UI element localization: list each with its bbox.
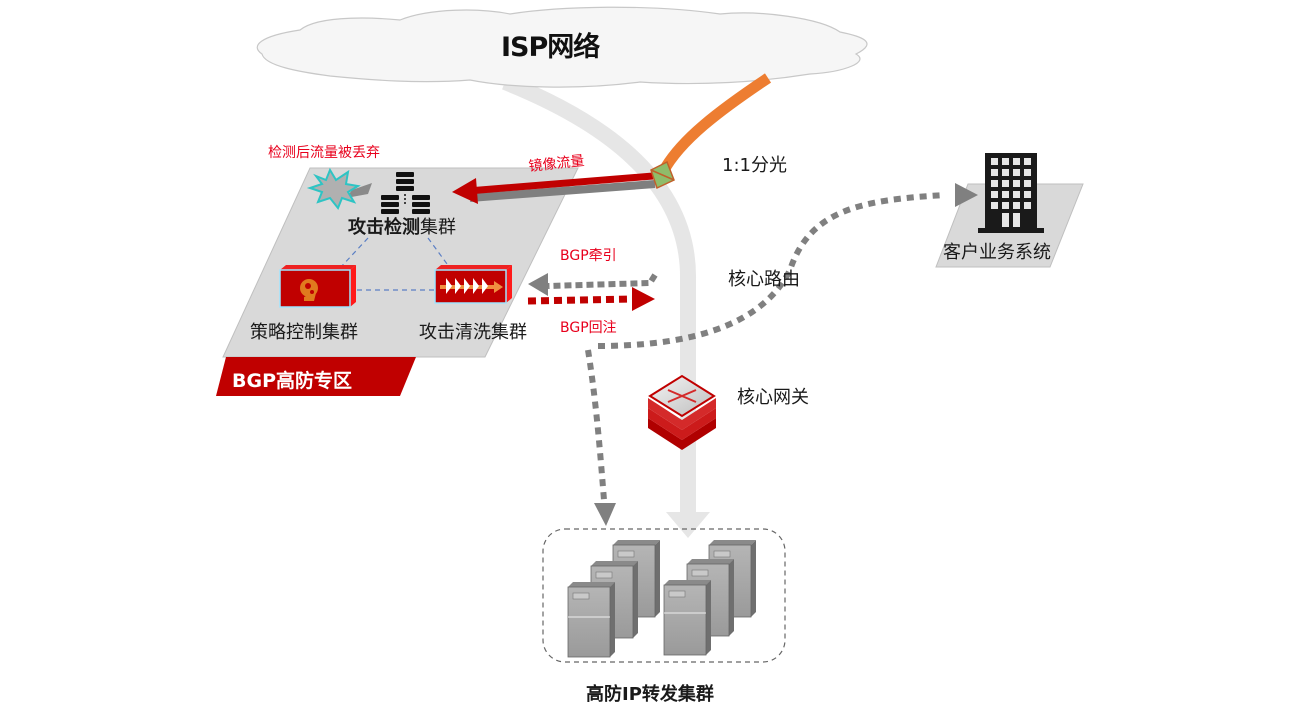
detection-cluster-label: 攻击检测集群 [348,219,456,237]
splitter-label: 1:1分光 [722,155,787,176]
bgp-zone-label: BGP高防专区 [232,370,353,392]
bgp-divert-arrow [528,273,658,296]
detection-server-icon [381,172,430,214]
scrubbing-icon [434,265,512,304]
policy-control-icon [279,265,356,308]
core-gateway-icon [648,374,716,450]
isp-cloud-label: ISP网络 [501,32,600,63]
drop-note-label: 检测后流量被丢弃 [268,145,380,161]
server-unit [567,582,615,658]
detection-cluster-label-normal: 集群 [420,217,456,238]
server-unit [663,580,711,656]
fiber-link [658,73,772,175]
main-traffic-path [502,74,710,538]
customer-route-path [597,183,978,349]
scrubbing-cluster-label: 攻击清洗集群 [419,322,527,343]
customer-system-label: 客户业务系统 [943,242,1051,263]
mirror-flow-arrow [452,172,656,204]
forwarding-cluster-label: 高防IP转发集群 [586,684,714,705]
forwarding-cluster-boundary [542,528,786,663]
forwarding-route-path [585,349,616,526]
cluster-links [339,237,451,291]
splitter-icon [650,160,675,190]
building-icon [978,153,1044,233]
drop-burst-icon [306,167,372,210]
isp-cloud [256,6,868,88]
core-router-label: 核心路由 [728,269,800,290]
detection-cluster-label-bold: 攻击检测 [348,217,420,238]
policy-cluster-label: 策略控制集群 [250,322,358,343]
bgp-zone-panel [216,167,579,396]
bgp-reinject-arrow [527,287,655,311]
forwarding-servers-icon [567,540,756,658]
bgp-reinject-label: BGP回注 [560,320,617,336]
core-gateway-label: 核心网关 [737,387,809,408]
bgp-divert-label: BGP牵引 [560,248,617,264]
